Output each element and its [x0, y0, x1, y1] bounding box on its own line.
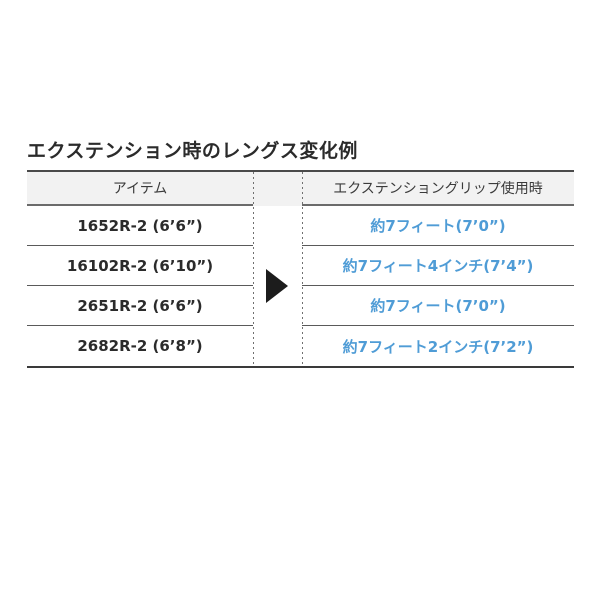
item-cell: 16102R-2 (6’10”)	[27, 246, 253, 286]
extended-length-cell: 約7フィート(7’0”)	[302, 286, 574, 326]
item-cell: 1652R-2 (6’6”)	[27, 206, 253, 246]
extended-length-cell: 約7フィート4インチ(7’4”)	[302, 246, 574, 286]
dashed-divider-right	[302, 172, 303, 366]
item-cell: 2682R-2 (6’8”)	[77, 337, 203, 355]
header-item-cell: アイテム	[27, 172, 253, 206]
extended-length-cell: 約7フィート(7’0”)	[302, 206, 574, 246]
extended-length-cell: 約7フィート2インチ(7’2”)	[342, 337, 534, 356]
header-extended-cell: エクステンショングリップ使用時	[302, 172, 574, 206]
arrow-right-icon	[266, 269, 288, 303]
gap-cell	[253, 326, 302, 366]
item-cell: 2651R-2 (6’6”)	[27, 286, 253, 326]
length-change-table: アイテム エクステンショングリップ使用時 1652R-2 (6’6”) 約7フィ…	[27, 170, 574, 368]
dashed-divider-left	[253, 172, 254, 366]
header-gap-cell	[253, 172, 302, 206]
gap-cell	[253, 206, 302, 246]
page-title: エクステンション時のレングス変化例	[27, 140, 358, 162]
